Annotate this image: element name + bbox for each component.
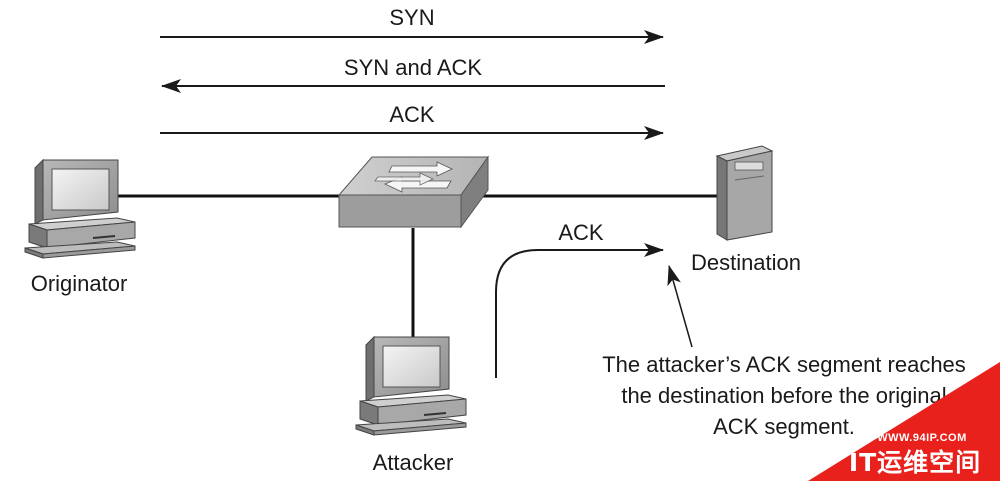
originator-label: Originator (31, 271, 128, 296)
caption-line-3: ACK segment. (713, 414, 855, 439)
watermark-brand: IT运维空间 (849, 448, 981, 477)
callout-arrow (667, 265, 693, 348)
attacker-computer-icon (355, 335, 467, 436)
destination-server-icon (715, 145, 774, 241)
attacker-label: Attacker (373, 450, 454, 475)
attacker-ack-arrow (495, 243, 664, 378)
caption: The attacker’s ACK segment reaches the d… (602, 352, 966, 439)
caption-line-2: the destination before the original (621, 383, 946, 408)
syn-ack-label: SYN and ACK (344, 55, 483, 80)
originator-computer-icon (24, 158, 136, 259)
caption-line-1: The attacker’s ACK segment reaches (602, 352, 966, 377)
ack-label: ACK (389, 102, 435, 127)
destination-label: Destination (691, 250, 801, 275)
switch-icon (337, 155, 489, 229)
watermark-logo: WWW.94IP.COM IT运维空间 (808, 362, 1000, 481)
syn-label: SYN (389, 5, 434, 30)
attacker-ack-label: ACK (558, 220, 604, 245)
watermark-url: WWW.94IP.COM (877, 432, 967, 444)
